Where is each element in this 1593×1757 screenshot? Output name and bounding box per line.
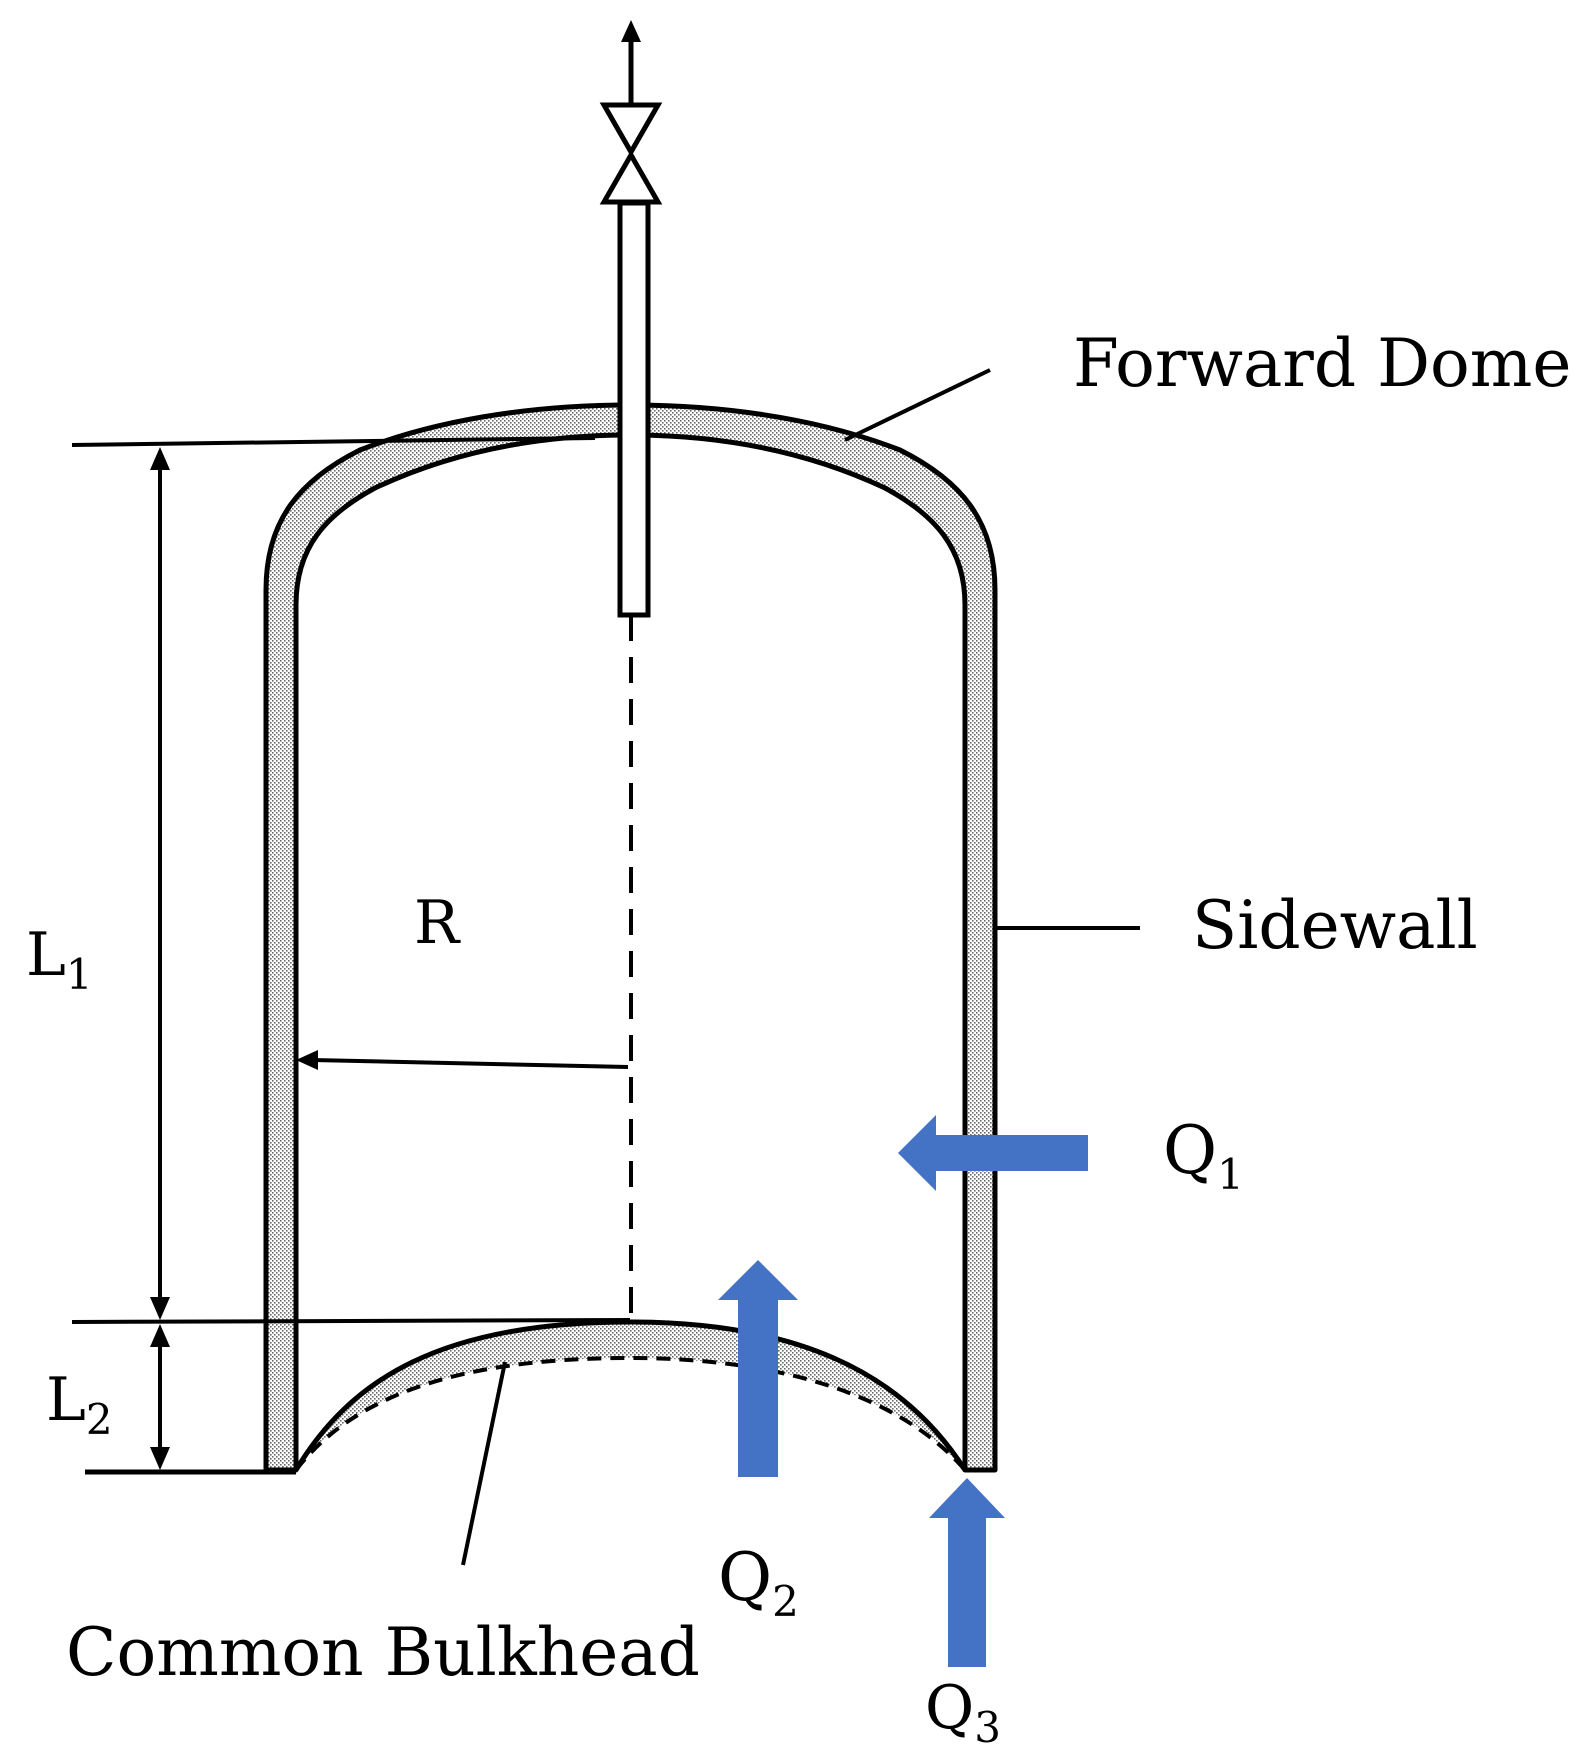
- forward-dome-leader: [844, 368, 991, 442]
- radius-arrow: [296, 1050, 629, 1070]
- forward-dome-label: Forward Dome: [1073, 325, 1571, 402]
- heat-flux-1-label: Q1: [1163, 1112, 1244, 1199]
- common-bulkhead-label: Common Bulkhead: [66, 1614, 700, 1691]
- length-2-arrow: [150, 1324, 170, 1470]
- length-1-label: L1: [26, 920, 93, 999]
- common-bulkhead-inner-edge: [294, 1355, 967, 1472]
- heat-flux-3-label: Q3: [925, 1673, 1001, 1752]
- valve-icon: [599, 102, 663, 205]
- heat-flux-3-arrow: [929, 1478, 1005, 1667]
- heat-flux-2-arrow: [718, 1260, 798, 1477]
- radius-label: R: [414, 888, 461, 958]
- vent-pipe: [617, 200, 651, 618]
- heat-flux-1-arrow: [898, 1115, 1088, 1191]
- dimension-extension-mid: [71, 1318, 631, 1324]
- arrow-up-icon: [621, 20, 641, 104]
- length-2-label: L2: [46, 1365, 113, 1444]
- dimension-extension-top: [71, 436, 596, 447]
- length-1-arrow: [150, 447, 170, 1320]
- tank-wall: [263, 402, 998, 1473]
- sidewall-label: Sidewall: [1192, 887, 1478, 964]
- heat-flux-2-label: Q2: [718, 1539, 799, 1626]
- common-bulkhead-shape: [296, 1322, 965, 1470]
- common-bulkhead-leader: [461, 1361, 507, 1566]
